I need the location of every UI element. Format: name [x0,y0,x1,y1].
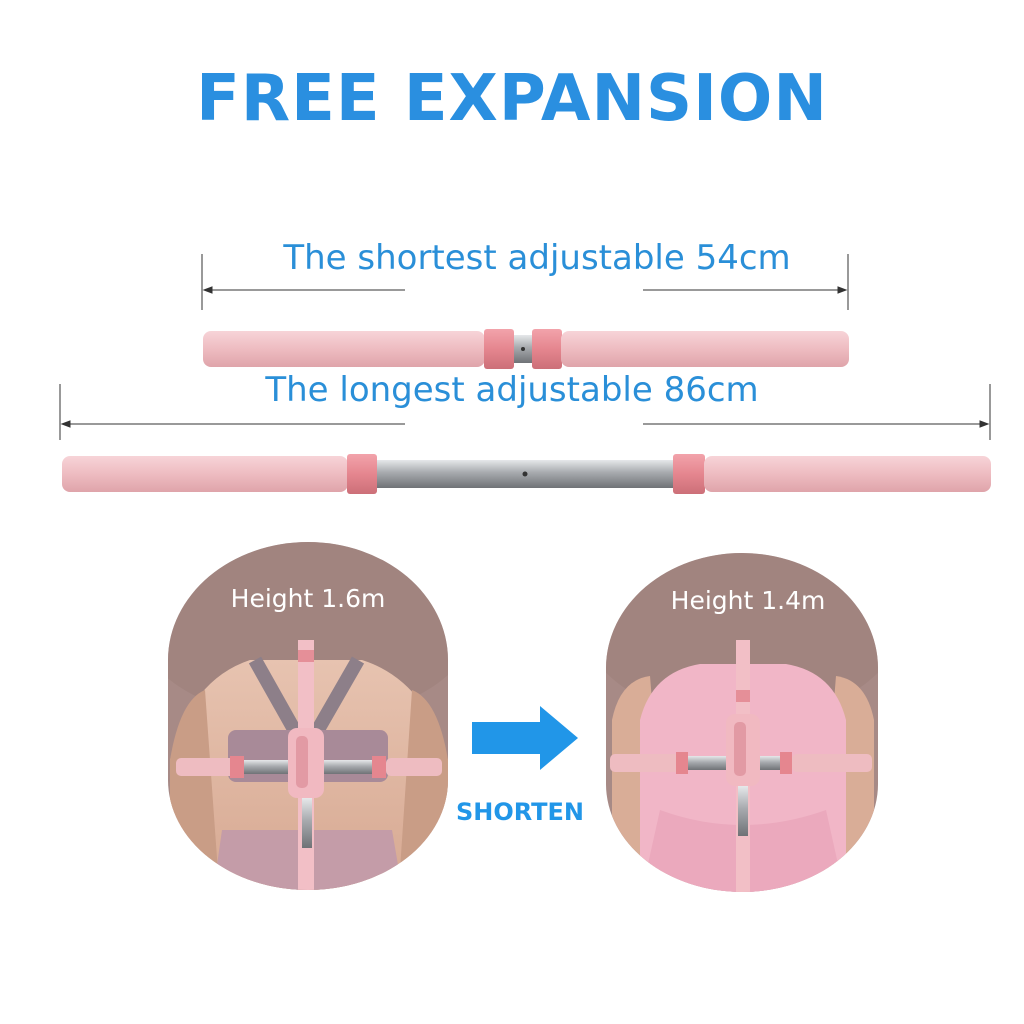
left-height-label: Height 1.6m [230,584,386,613]
long-bar [62,454,991,494]
short-dimension-lines [201,254,849,310]
left-model-panel [168,542,448,890]
arrow-right-icon [472,706,578,770]
right-height-label: Height 1.4m [670,586,826,615]
shorten-label: SHORTEN [455,798,585,826]
longest-length-label: The longest adjustable 86cm [265,370,759,410]
short-bar [203,329,849,369]
long-dimension-lines [59,384,991,440]
right-model-panel [606,553,878,892]
shortest-length-label: The shortest adjustable 54cm [283,238,791,278]
headline: FREE EXPANSION [196,62,828,136]
